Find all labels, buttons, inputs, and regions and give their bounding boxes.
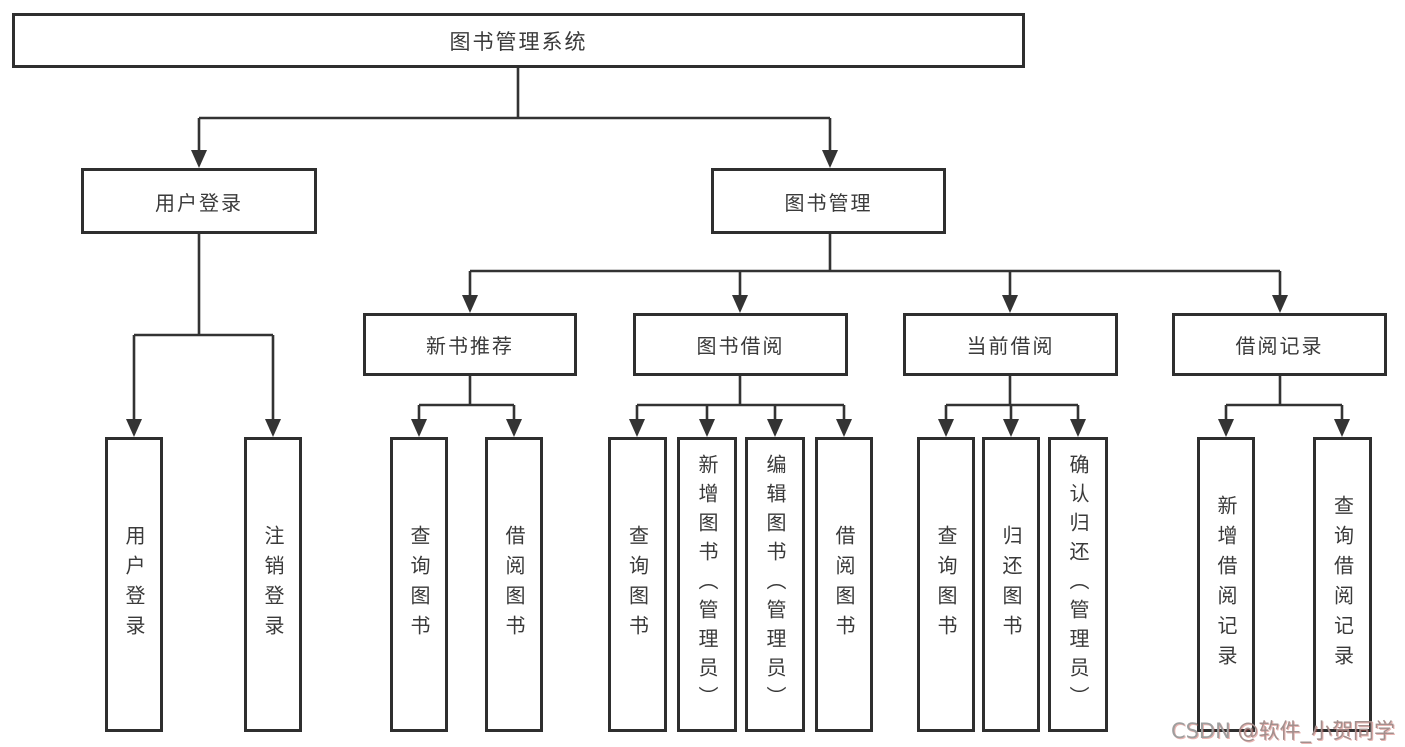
leaf-edit-books-admin: 编辑图书（管理员） — [745, 437, 805, 732]
node-current-borrowing: 当前借阅 — [903, 313, 1118, 376]
leaf-return-books: 归还图书 — [982, 437, 1040, 732]
leaf-query-books-current: 查询图书 — [917, 437, 975, 732]
leaf-add-books-admin: 新增图书（管理员） — [677, 437, 737, 732]
leaf-user-login: 用户登录 — [105, 437, 163, 732]
leaf-logout: 注销登录 — [244, 437, 302, 732]
node-new-book-recommend: 新书推荐 — [363, 313, 577, 376]
connector-bookmgmt-to-level3 — [462, 234, 1288, 313]
connector-borrow-to-leaves — [629, 376, 852, 437]
csdn-watermark: CSDN @软件_小贺同学 — [1171, 715, 1395, 745]
node-book-management: 图书管理 — [711, 168, 946, 234]
node-library-management-system: 图书管理系统 — [12, 13, 1025, 68]
leaf-add-borrow-record: 新增借阅记录 — [1197, 437, 1255, 732]
connector-newrec-to-leaves — [411, 376, 522, 437]
leaf-borrow-books: 借阅图书 — [815, 437, 873, 732]
node-book-borrowing: 图书借阅 — [633, 313, 848, 376]
connector-root-to-level2 — [191, 68, 838, 168]
connector-record-to-leaves — [1218, 376, 1350, 437]
leaf-query-borrow-record: 查询借阅记录 — [1313, 437, 1372, 732]
leaf-query-books-recommend: 查询图书 — [390, 437, 448, 732]
leaf-query-books-borrowing: 查询图书 — [608, 437, 667, 732]
watermark-handle: @软件_小贺同学 — [1237, 719, 1396, 743]
node-user-login: 用户登录 — [81, 168, 317, 234]
node-borrowing-records: 借阅记录 — [1172, 313, 1387, 376]
connector-login-to-leaves — [126, 234, 281, 437]
leaf-borrow-books-recommend: 借阅图书 — [485, 437, 543, 732]
watermark-prefix: CSDN — [1170, 719, 1238, 743]
leaf-confirm-return-admin: 确认归还（管理员） — [1048, 437, 1108, 732]
connector-current-to-leaves — [938, 376, 1086, 437]
